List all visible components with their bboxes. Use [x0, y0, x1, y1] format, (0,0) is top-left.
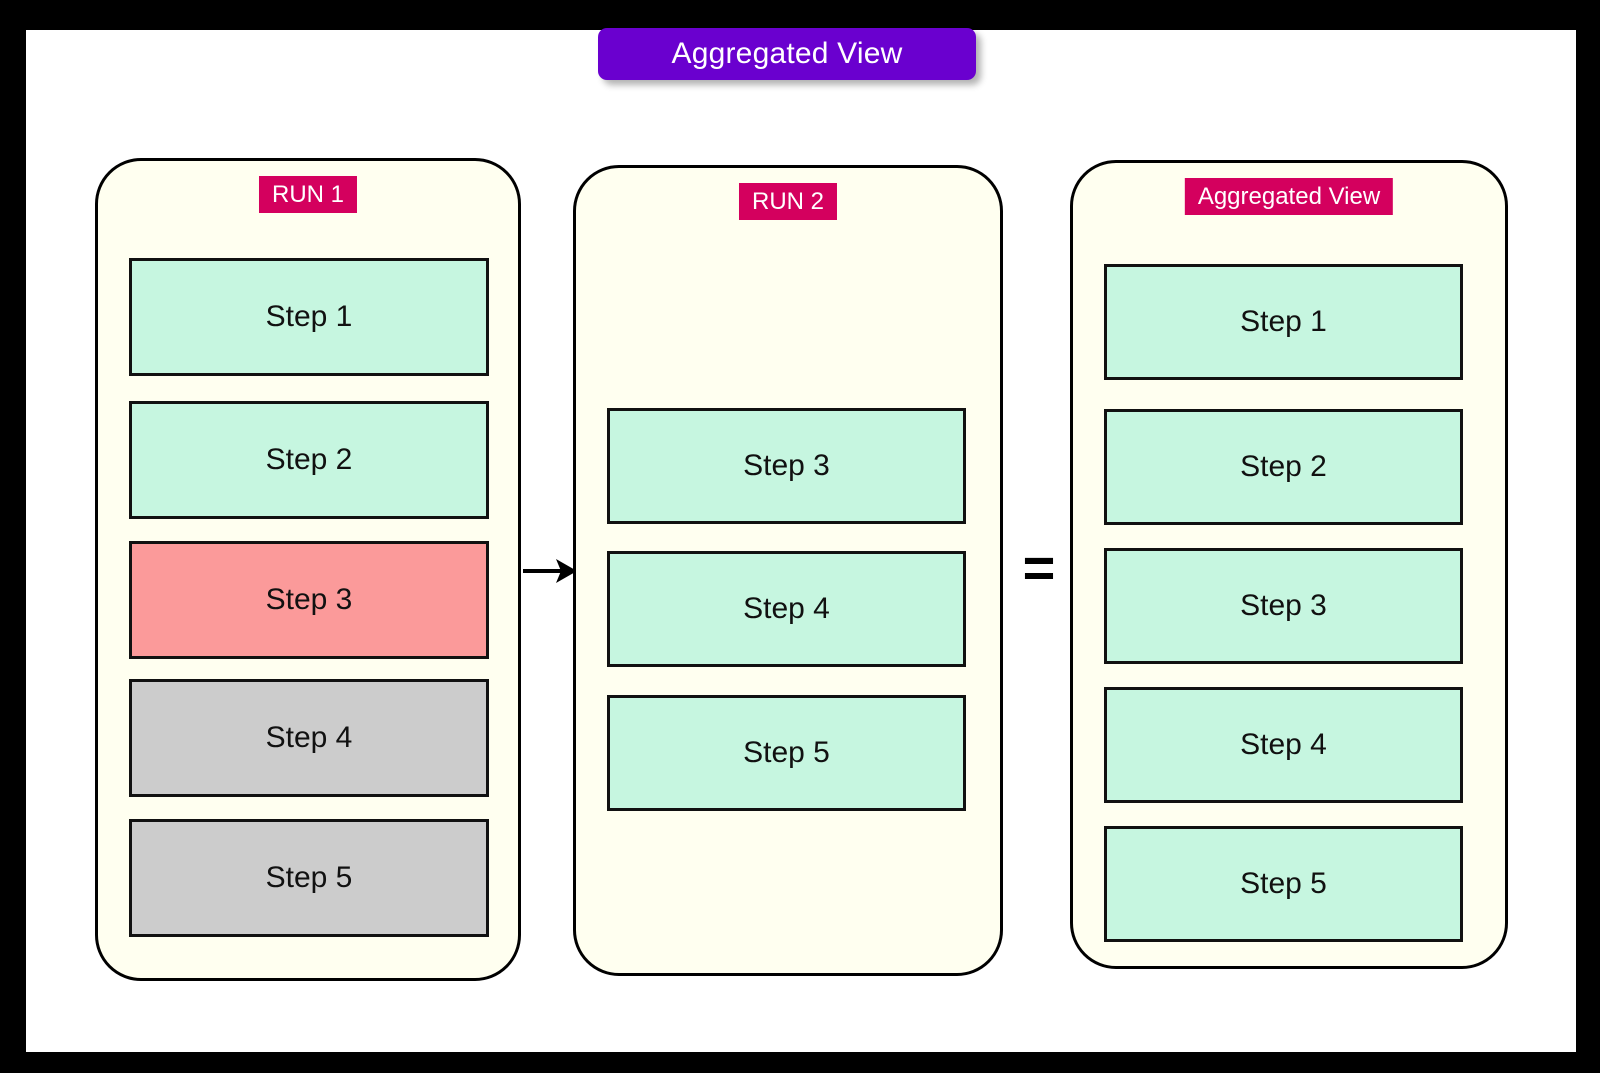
step-box[interactable]: Step 2 — [1104, 409, 1463, 525]
step-box[interactable]: Step 5 — [1104, 826, 1463, 942]
diagram-canvas: Aggregated View RUN 1 Step 1 Step 2 Step… — [26, 28, 1576, 1052]
step-box[interactable]: Step 4 — [129, 679, 489, 797]
step-box[interactable]: Step 1 — [1104, 264, 1463, 380]
run-panel-aggregated[interactable]: Aggregated View Step 1 Step 2 Step 3 Ste… — [1070, 160, 1508, 969]
run-panel-run1[interactable]: RUN 1 Step 1 Step 2 Step 3 Step 4 Step 5 — [95, 158, 521, 981]
step-box[interactable]: Step 5 — [129, 819, 489, 937]
page-title: Aggregated View — [671, 37, 903, 70]
step-box[interactable]: Step 5 — [607, 695, 966, 811]
page-title-badge: Aggregated View — [598, 28, 976, 80]
equals-sign: = — [1022, 536, 1056, 599]
run-panel-label-aggregated: Aggregated View — [1184, 178, 1394, 215]
step-box[interactable]: Step 3 — [129, 541, 489, 659]
step-box[interactable]: Step 1 — [129, 258, 489, 376]
step-box[interactable]: Step 4 — [1104, 687, 1463, 803]
run-panel-run2[interactable]: RUN 2 Step 3 Step 4 Step 5 — [573, 165, 1003, 976]
step-box[interactable]: Step 3 — [607, 408, 966, 524]
step-box[interactable]: Step 2 — [129, 401, 489, 519]
run-panel-label-run1: RUN 1 — [258, 176, 358, 213]
step-box[interactable]: Step 4 — [607, 551, 966, 667]
step-box[interactable]: Step 3 — [1104, 548, 1463, 664]
run-panel-label-run2: RUN 2 — [738, 183, 838, 220]
arrow-right-icon — [523, 555, 577, 587]
